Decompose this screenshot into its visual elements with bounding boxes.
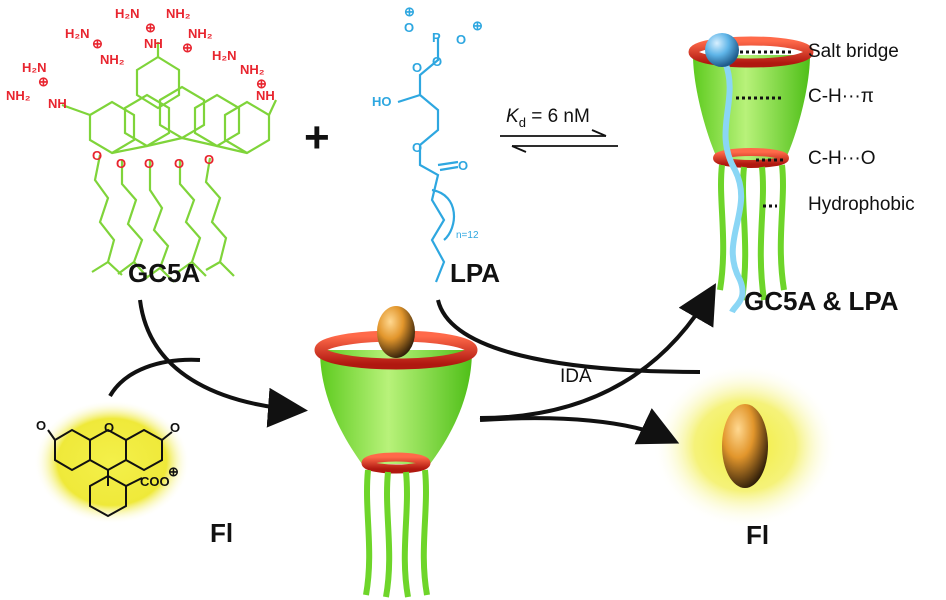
lpa-structure xyxy=(397,38,459,283)
equilibrium-arrows xyxy=(500,129,618,153)
guanidinium-groups: H₂N NH₂ ⊕ NH H₂N ⊕ NH₂ H₂N ⊕ NH₂ NH NH₂ … xyxy=(6,6,275,111)
svg-text:⊕: ⊕ xyxy=(404,4,415,19)
svg-text:O: O xyxy=(432,54,442,69)
kd-symbol: K xyxy=(506,106,519,127)
svg-text:NH: NH xyxy=(256,88,275,103)
label-gc5a: GC5A xyxy=(128,258,201,288)
interaction-salt-bridge: Salt bridge xyxy=(808,41,899,62)
fl-dye-left: O O O COO ⊕ xyxy=(34,400,190,524)
svg-text:O: O xyxy=(174,156,184,171)
svg-text:O: O xyxy=(204,152,214,167)
svg-text:O: O xyxy=(144,156,154,171)
plus-sign: + xyxy=(304,113,330,162)
fl-dye-right xyxy=(653,364,837,528)
svg-text:O: O xyxy=(412,60,422,75)
svg-text:NH₂: NH₂ xyxy=(188,26,213,41)
svg-text:O: O xyxy=(170,420,180,435)
label-ida: IDA xyxy=(560,366,592,387)
svg-text:⊕: ⊕ xyxy=(92,36,103,51)
interaction-ch-pi: C-H···π xyxy=(808,86,874,107)
svg-text:P: P xyxy=(432,30,441,45)
label-fl-left: Fl xyxy=(210,518,234,548)
svg-text:⊕: ⊕ xyxy=(38,74,49,89)
svg-text:O: O xyxy=(404,20,414,35)
svg-text:O: O xyxy=(458,158,468,173)
process-arrows xyxy=(108,283,717,445)
svg-text:H₂N: H₂N xyxy=(115,6,140,21)
svg-text:⊕: ⊕ xyxy=(145,20,156,35)
svg-text:⊕: ⊕ xyxy=(168,464,179,479)
central-cup xyxy=(314,306,478,598)
svg-text:NH: NH xyxy=(48,96,67,111)
svg-text:H₂N: H₂N xyxy=(22,60,47,75)
label-lpa: LPA xyxy=(450,258,501,288)
gc5a-oxygens: O O O O O xyxy=(92,148,214,171)
interaction-dots xyxy=(736,50,792,208)
svg-text:HO: HO xyxy=(372,94,392,109)
gc5a-structure xyxy=(61,42,277,283)
svg-text:O: O xyxy=(412,140,422,155)
svg-text:NH₂: NH₂ xyxy=(100,52,125,67)
kd-value: = 6 nM xyxy=(525,106,590,127)
lpa-labels: ⊕ O P O ⊕ O O HO O O n=12 xyxy=(372,4,483,241)
svg-text:H₂N: H₂N xyxy=(65,26,90,41)
svg-text:⊕: ⊕ xyxy=(256,76,267,91)
interaction-ch-o: C-H···O xyxy=(808,148,876,169)
svg-text:NH₂: NH₂ xyxy=(6,88,31,103)
svg-text:NH: NH xyxy=(144,36,163,51)
interaction-hydrophobic: Hydrophobic xyxy=(808,194,915,215)
svg-text:COO: COO xyxy=(140,474,170,489)
svg-text:⊕: ⊕ xyxy=(472,18,483,33)
svg-text:O: O xyxy=(92,148,102,163)
svg-text:O: O xyxy=(456,32,466,47)
svg-text:⊕: ⊕ xyxy=(182,40,193,55)
svg-text:O: O xyxy=(104,420,114,435)
kd-label: Kd = 6 nM xyxy=(506,106,590,130)
svg-text:NH₂: NH₂ xyxy=(240,62,265,77)
label-complex: GC5A & LPA xyxy=(744,286,899,316)
label-fl-right: Fl xyxy=(746,520,770,550)
kd-subscript: d xyxy=(518,114,526,130)
svg-text:O: O xyxy=(116,156,126,171)
complex-cup xyxy=(688,33,814,314)
svg-text:H₂N: H₂N xyxy=(212,48,237,63)
svg-text:n=12: n=12 xyxy=(456,230,479,241)
svg-text:NH₂: NH₂ xyxy=(166,6,191,21)
svg-text:O: O xyxy=(36,418,46,433)
